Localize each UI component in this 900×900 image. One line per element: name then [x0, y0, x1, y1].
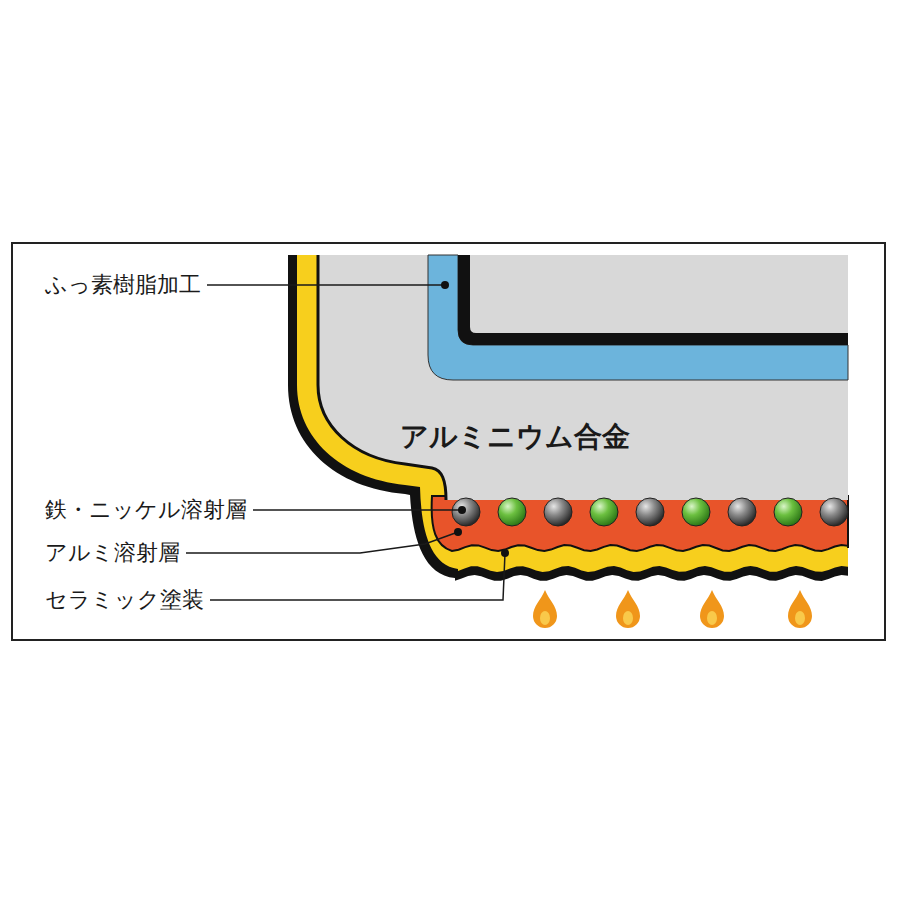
flame-outer [788, 590, 812, 628]
pan-layers [288, 255, 848, 628]
layer-label: アルミ溶射層 [45, 540, 180, 566]
spray-particle [636, 498, 664, 526]
leader-dot [441, 281, 449, 289]
flame-core [707, 611, 717, 625]
inner-edge [458, 255, 848, 345]
flame [788, 590, 812, 628]
leader-line [253, 509, 462, 511]
frame [12, 243, 885, 640]
spray-particle [728, 498, 756, 526]
ceramic-coat [297, 255, 848, 572]
aluminium-spray-layer [432, 496, 848, 551]
spray-particle [590, 498, 618, 526]
leader-line [207, 284, 445, 286]
spray-particle [544, 498, 572, 526]
flame-outer [533, 590, 557, 628]
layer-label: 鉄・ニッケル溶射層 [45, 497, 247, 523]
fluororesin-coat [428, 255, 848, 380]
material-label: アルミニウム合金 [400, 420, 630, 454]
layer-label: セラミック塗装 [45, 587, 204, 613]
flame-core [795, 611, 805, 625]
spray-particle [682, 498, 710, 526]
flame-core [540, 611, 550, 625]
leader-dot [454, 528, 462, 536]
outer-edge [288, 255, 848, 581]
flame-core [623, 611, 633, 625]
flame-outer [700, 590, 724, 628]
spray-particle [498, 498, 526, 526]
spray-particle [774, 498, 802, 526]
spray-particle [820, 498, 848, 526]
flame-outer [616, 590, 640, 628]
flame [533, 590, 557, 628]
leader-line [210, 553, 505, 600]
leader-line [186, 532, 458, 553]
body-outline [318, 255, 446, 500]
spray-particle [452, 498, 480, 526]
leader-dot [501, 549, 509, 557]
aluminium-body [318, 255, 848, 500]
flame [616, 590, 640, 628]
layer-label: ふっ素樹脂加工 [45, 272, 201, 298]
flame [700, 590, 724, 628]
leader-dot [458, 506, 466, 514]
